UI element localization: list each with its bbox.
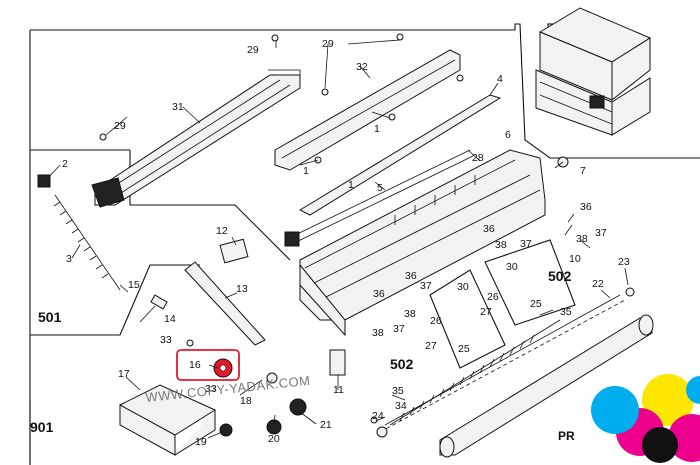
label-25: 25: [530, 298, 542, 310]
leader-lines: [47, 39, 629, 439]
frame-outline: [30, 23, 700, 159]
label-35: 35: [560, 306, 572, 318]
part-34-spiral: [389, 319, 561, 426]
label-19: 19: [195, 436, 207, 448]
label-3: 3: [66, 253, 72, 265]
group-501-label: 501: [38, 309, 62, 325]
label-33: 33: [160, 334, 172, 346]
label-37: 37: [420, 280, 432, 292]
label-24: 24: [372, 410, 384, 422]
label-6: 6: [505, 129, 511, 141]
part-4-bar: [298, 94, 502, 216]
group-901-label: 901: [30, 419, 54, 435]
label-31: 31: [172, 101, 184, 113]
label-18: 18: [240, 395, 252, 407]
label-37: 37: [595, 227, 607, 239]
part-3-spiral: [37, 174, 121, 291]
label-4: 4: [497, 73, 503, 85]
label-17: 17: [118, 368, 130, 380]
corner-text: PR: [558, 429, 575, 443]
label-1: 1: [303, 165, 309, 177]
label-21: 21: [320, 419, 332, 431]
label-7: 7: [580, 165, 586, 177]
label-36: 36: [373, 288, 385, 300]
label-30: 30: [506, 261, 518, 273]
group-502-label: 502: [548, 268, 572, 284]
label-38: 38: [404, 308, 416, 320]
label-20: 20: [268, 433, 280, 445]
label-14: 14: [164, 313, 176, 325]
frame-left: [29, 30, 130, 151]
label-33: 33: [205, 383, 217, 395]
group-901-box: [30, 264, 200, 336]
label-36: 36: [580, 201, 592, 213]
label-11: 11: [333, 384, 344, 396]
screws: [99, 33, 464, 424]
label-38: 38: [372, 327, 384, 339]
part-19: [219, 423, 233, 437]
part-17: [118, 384, 217, 456]
label-32: 32: [356, 61, 368, 73]
group-502-box-b: [484, 239, 576, 326]
part-6-housing: [299, 149, 546, 337]
part-31-rail: [91, 69, 301, 208]
part-32-cover: [274, 49, 461, 171]
part-13: [184, 261, 266, 346]
label-1: 1: [348, 179, 354, 191]
label-29: 29: [114, 120, 126, 132]
roller-assembly: [376, 287, 654, 458]
label-27: 27: [480, 306, 492, 318]
label-16: 16: [189, 359, 201, 371]
label-12: 12: [216, 225, 228, 237]
label-22: 22: [592, 278, 604, 290]
part-16-highlighted: [176, 349, 240, 381]
label-29: 29: [322, 38, 334, 50]
part-14: [150, 294, 168, 310]
label-29: 29: [247, 44, 259, 56]
label-5: 5: [377, 182, 383, 194]
cmyk-logo: [591, 374, 700, 463]
label-23: 23: [618, 256, 630, 268]
label-26: 26: [487, 291, 499, 303]
callout-labels: 29 29 29 32 31 4 1 1 1 6 28 5 7 2 3 12 1…: [62, 38, 630, 448]
label-36: 36: [405, 270, 417, 282]
label-13: 13: [236, 283, 248, 295]
label-38: 38: [576, 233, 588, 245]
part-11: [329, 349, 346, 376]
part-12: [219, 238, 249, 264]
copier-thumbnail: [535, 7, 652, 136]
label-35: 35: [392, 385, 404, 397]
part-5-shaft: [284, 149, 474, 247]
label-1: 1: [374, 123, 380, 135]
label-10: 10: [569, 253, 581, 265]
label-2: 2: [62, 158, 68, 170]
part-18: [266, 372, 278, 384]
label-30: 30: [457, 281, 469, 293]
label-36: 36: [483, 223, 495, 235]
label-34: 34: [395, 400, 407, 412]
watermark: WWW.COPY-YADAK.COM: [145, 373, 311, 405]
label-26: 26: [430, 315, 442, 327]
part-21: [289, 398, 307, 416]
label-37: 37: [393, 323, 405, 335]
label-38: 38: [495, 239, 507, 251]
label-28: 28: [472, 152, 484, 164]
label-27: 27: [425, 340, 437, 352]
label-37: 37: [520, 238, 532, 250]
group-502-label: 502: [390, 356, 414, 372]
label-15: 15: [128, 279, 140, 291]
label-25: 25: [458, 343, 470, 355]
group-502-box-a: [429, 269, 506, 369]
